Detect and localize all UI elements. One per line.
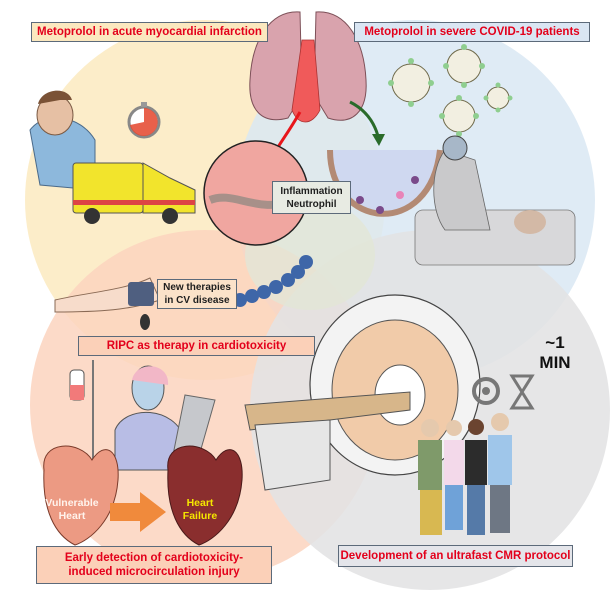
progression-arrow [110,492,166,532]
title-early-detection: Early detection of cardiotoxicity-induce… [36,546,272,584]
ambulance-illustration [72,162,196,224]
title-ultrafast-cmr: Development of an ultrafast CMR protocol [338,545,573,567]
hourglass-icon [509,374,535,410]
stopwatch-icon [127,102,161,139]
title-ripc-cardiotoxicity: RIPC as therapy in cardiotoxicity [78,336,315,356]
label-inflammation-neutrophil: Inflammation Neutrophil [272,181,351,214]
green-arrow [349,100,380,137]
people-group-illustration [418,413,512,535]
vulnerable-heart-illustration [43,445,119,546]
title-myocardial-infarction: Metoprolol in acute myocardial infarctio… [31,22,268,42]
green-arrowhead [372,134,385,146]
failing-heart-illustration [167,445,243,546]
icu-patient-illustration [414,135,576,266]
title-covid-19: Metoprolol in severe COVID-19 patients [354,22,590,42]
label-vulnerable-heart: Vulnerable Heart [45,497,99,522]
target-icon [472,377,500,405]
label-heart-failure: Heart Failure [182,497,218,522]
timer-one-minute: ~1 MIN [539,333,571,372]
virus-spikes [388,44,513,137]
label-new-therapies: New therapies in CV disease [157,279,237,309]
